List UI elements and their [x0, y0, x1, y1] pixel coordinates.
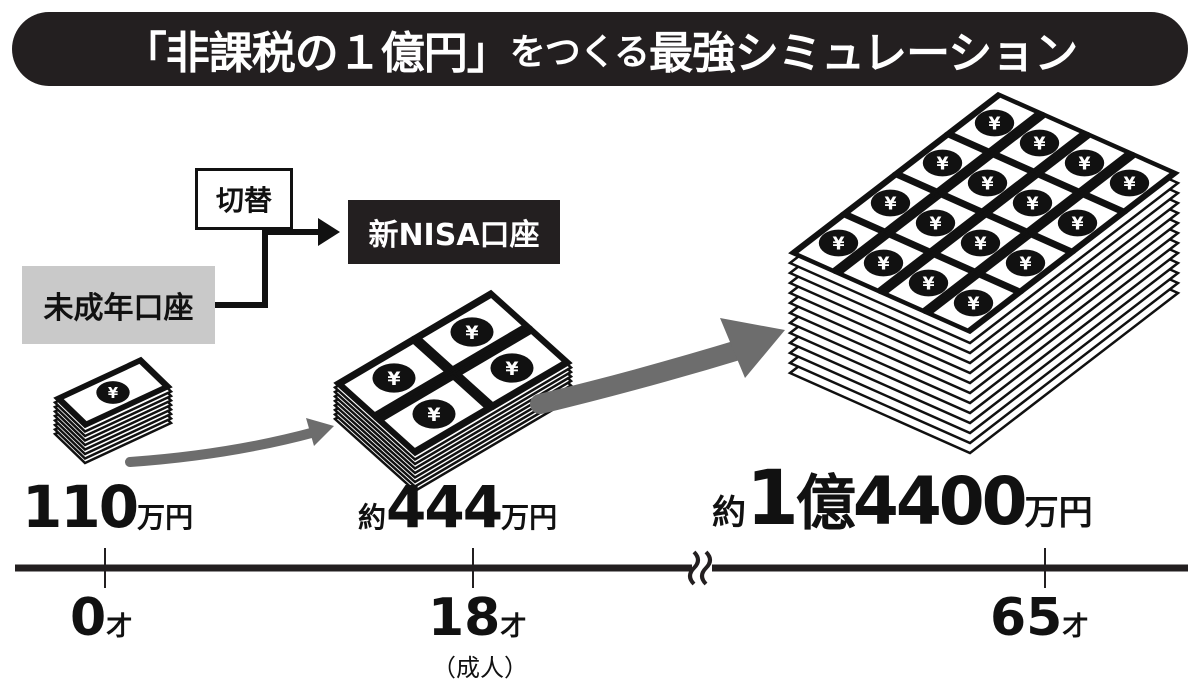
yen-icon: ¥: [884, 194, 896, 214]
yen-icon: ¥: [981, 174, 993, 194]
yen-coin-icon: [412, 399, 456, 429]
yen-icon: ¥: [1026, 194, 1038, 214]
minor-account-label: 未成年口座: [22, 266, 215, 344]
yen-coin-icon: [915, 209, 956, 237]
amount-65-prefix: 約: [712, 493, 746, 533]
yen-coin-icon: [953, 289, 994, 317]
yen-icon: ¥: [465, 322, 478, 344]
money-stacks: ¥ ¥ ¥ ¥ ¥ ¥ ¥ ¥ ¥ ¥ ¥ ¥ ¥ ¥ ¥ ¥ ¥ ¥ ¥ ¥ ¥: [52, 91, 1181, 493]
growth-arrow-1-head: [306, 418, 334, 446]
yen-coin-icon: [450, 317, 494, 347]
yen-coin-icon: [96, 381, 130, 404]
yen-coin-icon: [490, 353, 534, 383]
yen-icon: ¥: [505, 358, 518, 380]
yen-coin-icon: [960, 229, 1001, 257]
yen-icon: ¥: [1033, 134, 1045, 154]
yen-coin-icon: [1057, 209, 1098, 237]
title-part3: 最強シミュレーション: [649, 28, 1078, 79]
amount-18-value: 444: [386, 473, 503, 541]
switch-label: 切替: [195, 168, 293, 230]
yen-icon: ¥: [1019, 254, 1031, 274]
yen-icon: ¥: [427, 404, 440, 426]
nisa-account-label: 新NISA口座: [348, 200, 560, 264]
yen-coin-icon: [1064, 149, 1105, 177]
yen-coin-icon: [870, 189, 911, 217]
yen-icon: ¥: [974, 234, 986, 254]
amount-0-value: 110: [22, 473, 139, 541]
age-18-value: 18: [428, 588, 501, 648]
yen-icon: ¥: [1078, 154, 1090, 174]
yen-icon: ¥: [1123, 174, 1135, 194]
yen-icon: ¥: [929, 214, 941, 234]
yen-icon: ¥: [877, 254, 889, 274]
amount-65-unit: 万円: [1024, 493, 1093, 533]
yen-coin-icon: [1019, 129, 1060, 157]
yen-icon: ¥: [1071, 214, 1083, 234]
amount-65-value-c: 4400: [852, 463, 1028, 540]
age-18-unit: 才: [500, 612, 527, 642]
switch-flow-arrowhead: [318, 218, 340, 246]
amount-0-unit: 万円: [137, 501, 194, 534]
yen-icon: ¥: [922, 274, 934, 294]
adult-note: （成人）: [432, 654, 528, 682]
switch-flow-arrow: [215, 229, 322, 308]
amount-65: 約1億4400万円: [712, 460, 1093, 536]
age-0-unit: 才: [106, 612, 133, 642]
title-part1: 「非課税の１億円」: [122, 28, 511, 79]
age-0: 0才: [70, 592, 132, 644]
yen-coin-icon: [372, 363, 416, 393]
title-part2: をつくる: [509, 32, 650, 73]
amount-18: 約444万円: [358, 478, 557, 536]
yen-coin-icon: [974, 109, 1015, 137]
age-65-value: 65: [990, 588, 1063, 648]
growth-arrow-2: [530, 338, 755, 414]
age-0-value: 0: [70, 588, 107, 648]
yen-icon: ¥: [387, 368, 400, 390]
growth-arrow-1: [125, 427, 320, 467]
timeline-break-mark: [688, 550, 712, 586]
yen-icon: ¥: [988, 114, 1000, 134]
amount-18-prefix: 約: [358, 501, 387, 534]
title-banner: 「非課税の１億円」をつくる最強シミュレーション: [12, 12, 1188, 86]
amount-0: 110万円: [22, 478, 193, 536]
yen-coin-icon: [1012, 189, 1053, 217]
yen-coin-icon: [1109, 169, 1150, 197]
amount-65-value-a: 1: [746, 453, 799, 542]
age-65: 65才: [990, 592, 1088, 644]
amount-18-unit: 万円: [501, 501, 558, 534]
yen-coin-icon: [863, 249, 904, 277]
age-65-unit: 才: [1062, 612, 1089, 642]
yen-icon: ¥: [832, 234, 844, 254]
yen-icon: ¥: [108, 385, 119, 402]
yen-icon: ¥: [936, 154, 948, 174]
yen-coin-icon: [1005, 249, 1046, 277]
yen-icon: ¥: [967, 294, 979, 314]
age-18: 18才: [428, 592, 526, 644]
yen-coin-icon: [908, 269, 949, 297]
yen-coin-icon: [922, 149, 963, 177]
yen-coin-icon: [818, 229, 859, 257]
growth-arrow-2-head: [720, 318, 785, 378]
yen-coin-icon: [967, 169, 1008, 197]
amount-65-value-b: 億: [795, 469, 856, 539]
